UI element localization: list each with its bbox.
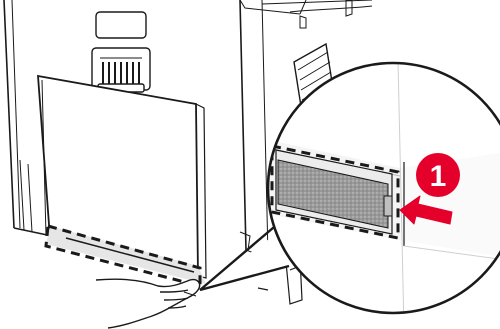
- hand-drawing: [96, 279, 200, 328]
- filter-tab: [384, 196, 392, 216]
- zoom-detail-circle: [268, 60, 500, 329]
- handle-grip: [92, 12, 150, 92]
- step-number-badge: 1: [416, 153, 460, 197]
- step-number-text: 1: [430, 160, 447, 193]
